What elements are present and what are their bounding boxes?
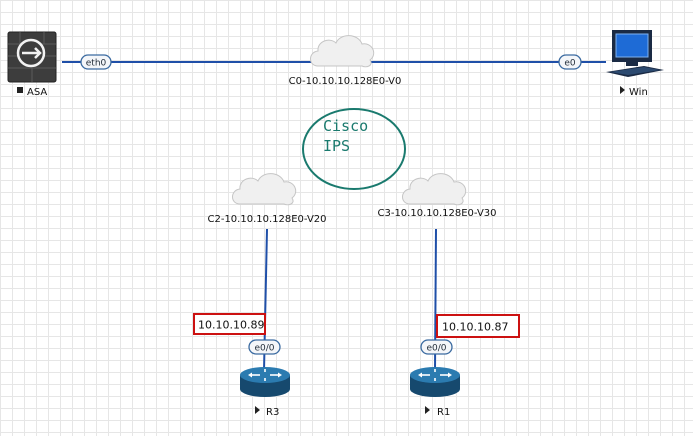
r3-label: R3 [266, 407, 279, 418]
svg-text:10.10.10.89: 10.10.10.89 [198, 319, 264, 332]
network-c0-label: C0-10.10.10.128E0-V0 [289, 76, 402, 87]
router-icon [410, 367, 460, 397]
asa-label: ASA [27, 87, 47, 98]
network-c0[interactable]: C0-10.10.10.128E0-V0 [289, 35, 402, 87]
asa-node[interactable]: ASA [7, 31, 57, 98]
cloud-icon [232, 173, 297, 206]
r1-expand-icon [425, 406, 430, 414]
svg-text:10.10.10.87: 10.10.10.87 [442, 321, 508, 334]
annotation-line1: Cisco [323, 117, 368, 135]
asa-port-eth0[interactable]: eth0 [80, 54, 112, 70]
router-icon [240, 367, 290, 397]
svg-text:e0/0: e0/0 [254, 344, 274, 354]
r3-port-e00[interactable]: e0/0 [248, 339, 281, 355]
r1-label: R1 [437, 407, 450, 418]
network-c3-label: C3-10.10.10.128E0-V30 [377, 208, 496, 219]
annotation-line2: IPS [323, 137, 350, 155]
network-c2-label: C2-10.10.10.128E0-V20 [207, 214, 326, 225]
r1-port-e00[interactable]: e0/0 [420, 339, 453, 355]
win-expand-icon [620, 86, 625, 94]
win-label: Win [629, 87, 648, 98]
asa-status-indicator [17, 87, 23, 93]
cloud-icon [402, 173, 467, 206]
win-port-e0[interactable]: e0 [558, 54, 582, 70]
r3-node[interactable]: R3 [240, 367, 290, 418]
r1-ip-label: 10.10.10.87 [436, 314, 520, 338]
network-c3[interactable]: C3-10.10.10.128E0-V30 [377, 173, 497, 219]
r3-ip-label: 10.10.10.89 [193, 313, 266, 335]
svg-text:e0/0: e0/0 [426, 344, 446, 354]
svg-text:eth0: eth0 [86, 59, 107, 69]
pc-icon [606, 30, 664, 77]
cloud-icon [310, 35, 375, 68]
r1-node[interactable]: R1 [410, 367, 460, 418]
svg-text:e0: e0 [564, 59, 576, 69]
cisco-ips-annotation: Cisco IPS [302, 108, 406, 190]
r3-expand-icon [255, 406, 260, 414]
firewall-icon [7, 31, 57, 83]
win-node[interactable]: Win [606, 30, 664, 98]
network-c2[interactable]: C2-10.10.10.128E0-V20 [207, 173, 327, 225]
